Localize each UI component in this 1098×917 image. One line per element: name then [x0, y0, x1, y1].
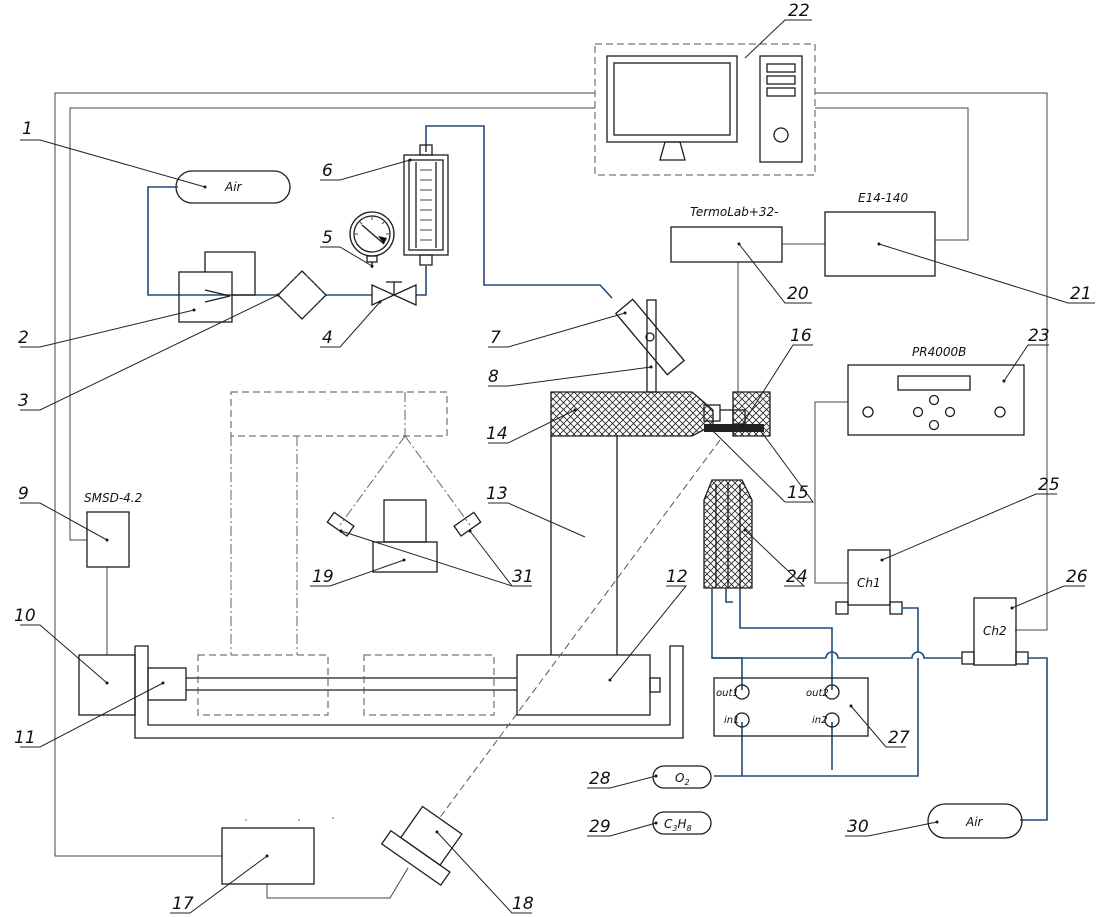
valve-4 [371, 281, 417, 307]
filter-3 [276, 270, 327, 320]
flow-controller-ch2-26: Ch2 [961, 597, 1029, 666]
label-17: 17 [172, 894, 194, 914]
c3h8-label: C3H8 [664, 817, 692, 833]
holder-8 [646, 299, 657, 393]
label-6: 6 [322, 161, 333, 181]
rod-13 [550, 436, 618, 655]
smsd-label: SMSD-4.2 [84, 491, 142, 505]
e14-label: E14-140 [858, 191, 908, 205]
label-22: 22 [788, 1, 810, 21]
label-15: 15 [787, 483, 809, 503]
number-labels: 1 2 3 4 5 6 7 8 9 10 11 12 13 14 15 16 1… [14, 1, 1092, 914]
gas-lines-bottom [711, 588, 1048, 821]
smsd-9: SMSD-4.2 [84, 491, 142, 568]
label-18: 18 [512, 894, 534, 914]
label-11: 11 [14, 728, 36, 748]
air-label-bottom: Air [965, 815, 984, 829]
label-10: 10 [14, 606, 36, 626]
lamps-31 [326, 511, 482, 537]
label-3: 3 [18, 391, 29, 411]
pr4000b-23: PR4000B [847, 345, 1025, 436]
pyrometer-18 [380, 439, 721, 887]
leader-lines [20, 19, 1095, 914]
label-19: 19 [312, 567, 334, 587]
out1-label: out1 [716, 688, 739, 699]
o2-label: O2 [675, 771, 690, 787]
out2-label: out2 [806, 688, 829, 699]
label-4: 4 [322, 328, 333, 348]
sample-holder-14 [550, 391, 771, 437]
label-9: 9 [18, 484, 29, 504]
c3h8-cylinder-29: C3H8 [652, 811, 712, 835]
in1-label: in1 [724, 715, 739, 726]
label-29: 29 [589, 817, 611, 837]
pressure-gauge-5 [349, 211, 395, 268]
linear-stage [78, 645, 684, 739]
air-label-top: Air [224, 180, 243, 194]
carriage-12 [516, 654, 651, 716]
rotameter-6 [403, 144, 449, 266]
label-2: 2 [18, 328, 29, 348]
signal-wiring [54, 92, 1048, 899]
controller-17 [221, 817, 334, 885]
air-cylinder-1: Air [175, 170, 291, 204]
pressure-regulator-2 [178, 251, 256, 323]
ch2-label: Ch2 [983, 624, 1007, 638]
in2-label: in2 [812, 715, 827, 726]
label-7: 7 [490, 328, 501, 348]
ch1-label: Ch1 [857, 576, 881, 590]
label-1: 1 [22, 119, 33, 139]
label-25: 25 [1038, 475, 1060, 495]
termolab-label: TermoLab+32- [690, 205, 779, 219]
label-5: 5 [322, 228, 333, 248]
ghost-holder [230, 391, 471, 655]
o2-cylinder-28: O2 [652, 765, 712, 789]
label-30: 30 [847, 817, 869, 837]
burner-24 [703, 479, 753, 589]
label-31: 31 [512, 567, 534, 587]
label-27: 27 [888, 728, 910, 748]
label-14: 14 [486, 424, 508, 444]
label-28: 28 [589, 769, 611, 789]
label-20: 20 [787, 284, 809, 304]
label-13: 13 [486, 484, 508, 504]
stepper-motor-10 [78, 654, 136, 716]
label-12: 12 [666, 567, 688, 587]
label-23: 23 [1028, 326, 1050, 346]
camera-19 [372, 499, 438, 573]
label-16: 16 [790, 326, 812, 346]
computer-22 [594, 43, 816, 176]
air-cylinder-30: Air [927, 803, 1023, 839]
termolab-20: TermoLab+32- [670, 205, 783, 263]
gas-switch-27: out1 out2 in1 in2 [713, 677, 869, 737]
label-26: 26 [1066, 567, 1088, 587]
label-24: 24 [786, 567, 808, 587]
flow-controller-ch1-25: Ch1 [835, 549, 903, 615]
coupling-11 [147, 667, 187, 701]
label-8: 8 [488, 367, 499, 387]
e14-140-21: E14-140 [824, 191, 936, 277]
nozzle-7 [614, 298, 686, 376]
pr4000b-label: PR4000B [912, 345, 966, 359]
label-21: 21 [1070, 284, 1092, 304]
